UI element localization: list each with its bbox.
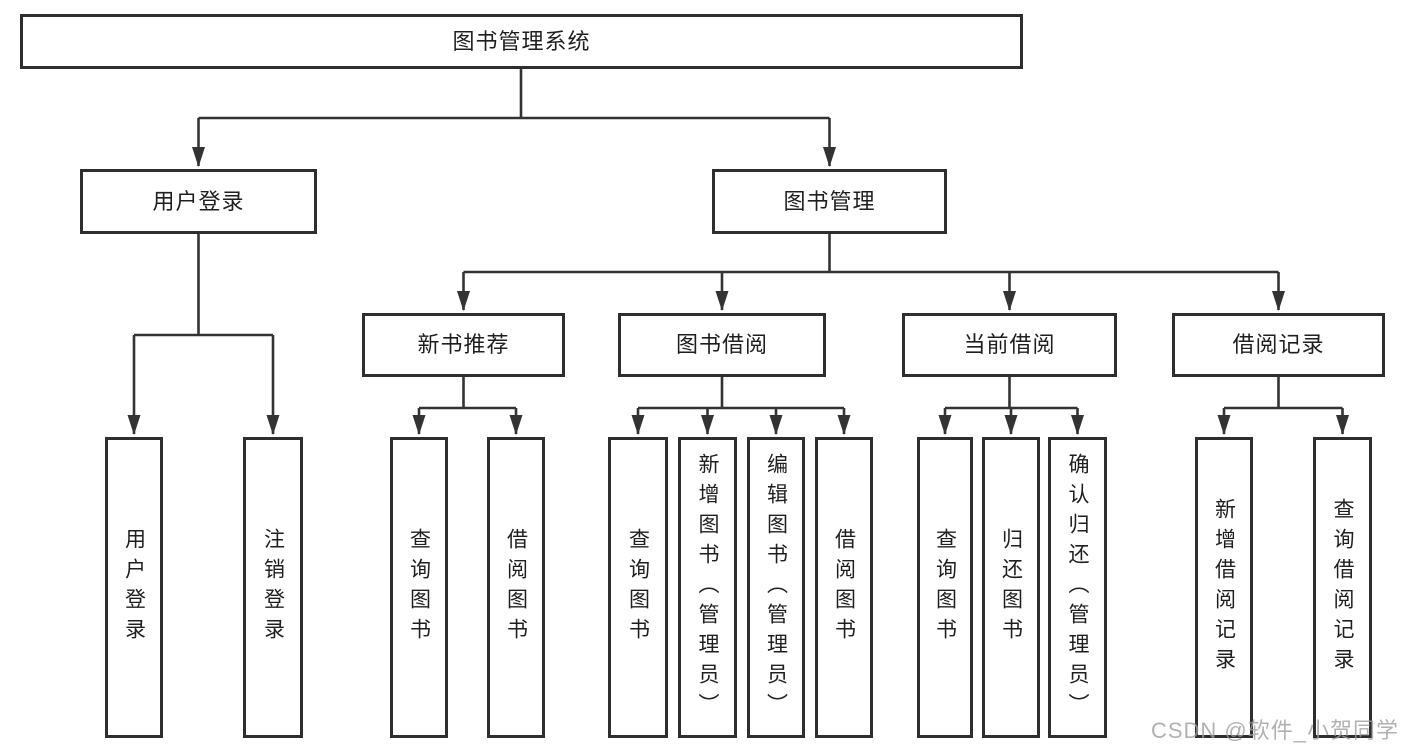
node-label: 查询图书 xyxy=(407,527,431,648)
connector-borrowrecords-rail xyxy=(1224,377,1343,410)
leaf-logout-login: 注销登录 xyxy=(243,437,303,738)
leaf-query-book-current: 查询图书 xyxy=(917,437,973,738)
node-label: 图书借阅 xyxy=(675,332,768,357)
leaf-borrow-book: 借阅图书 xyxy=(815,437,873,738)
connector-root-rail xyxy=(198,69,830,120)
leaf-return-book: 归还图书 xyxy=(982,437,1040,738)
node-label: 确认归还（管理员） xyxy=(1066,452,1089,723)
leaf-confirm-return-admin: 确认归还（管理员） xyxy=(1048,437,1107,738)
node-user-login: 用户登录 xyxy=(80,169,317,234)
node-new-book-recommend: 新书推荐 xyxy=(362,313,565,377)
node-label: 查询借阅记录 xyxy=(1331,497,1354,678)
leaf-query-book-recommend: 查询图书 xyxy=(390,437,448,738)
node-label: 当前借阅 xyxy=(963,332,1056,357)
leaf-add-book-admin: 新增图书（管理员） xyxy=(678,437,737,738)
node-label: 编辑图书（管理员） xyxy=(764,452,788,723)
leaf-edit-book-admin: 编辑图书（管理员） xyxy=(747,437,805,738)
node-borrow-records: 借阅记录 xyxy=(1172,313,1385,377)
connector-newbookrec-rail xyxy=(419,377,516,410)
connector-currentborrow-rail xyxy=(945,377,1078,410)
node-label: 借阅图书 xyxy=(504,527,528,648)
leaf-query-borrow-record: 查询借阅记录 xyxy=(1313,437,1372,738)
node-label: 新书推荐 xyxy=(417,332,510,357)
node-label: 借阅图书 xyxy=(832,527,856,648)
node-label: 图书管理 xyxy=(783,188,876,214)
node-label: 新增借阅记录 xyxy=(1212,497,1236,678)
leaf-user-login: 用户登录 xyxy=(105,437,163,738)
leaf-query-book-borrow: 查询图书 xyxy=(608,437,668,738)
connector-bookborrow-rail xyxy=(638,377,844,410)
connector-userlogin-rail xyxy=(134,234,273,337)
node-label: 查询图书 xyxy=(933,527,957,648)
node-root: 图书管理系统 xyxy=(20,14,1023,69)
connector-bookmgmt-rail xyxy=(463,234,1279,274)
node-label: 用户登录 xyxy=(152,188,245,214)
node-label: 新增图书（管理员） xyxy=(696,452,719,723)
node-book-borrow: 图书借阅 xyxy=(618,313,826,377)
node-label: 图书管理系统 xyxy=(452,28,591,54)
node-label: 注销登录 xyxy=(261,527,285,648)
node-label: 借阅记录 xyxy=(1232,332,1325,357)
node-label: 查询图书 xyxy=(626,527,650,648)
node-book-management: 图书管理 xyxy=(712,169,947,234)
node-current-borrow: 当前借阅 xyxy=(902,313,1117,377)
leaf-borrow-book-recommend: 借阅图书 xyxy=(487,437,545,738)
node-label: 归还图书 xyxy=(999,527,1023,648)
leaf-add-borrow-record: 新增借阅记录 xyxy=(1195,437,1253,738)
node-label: 用户登录 xyxy=(122,527,146,648)
